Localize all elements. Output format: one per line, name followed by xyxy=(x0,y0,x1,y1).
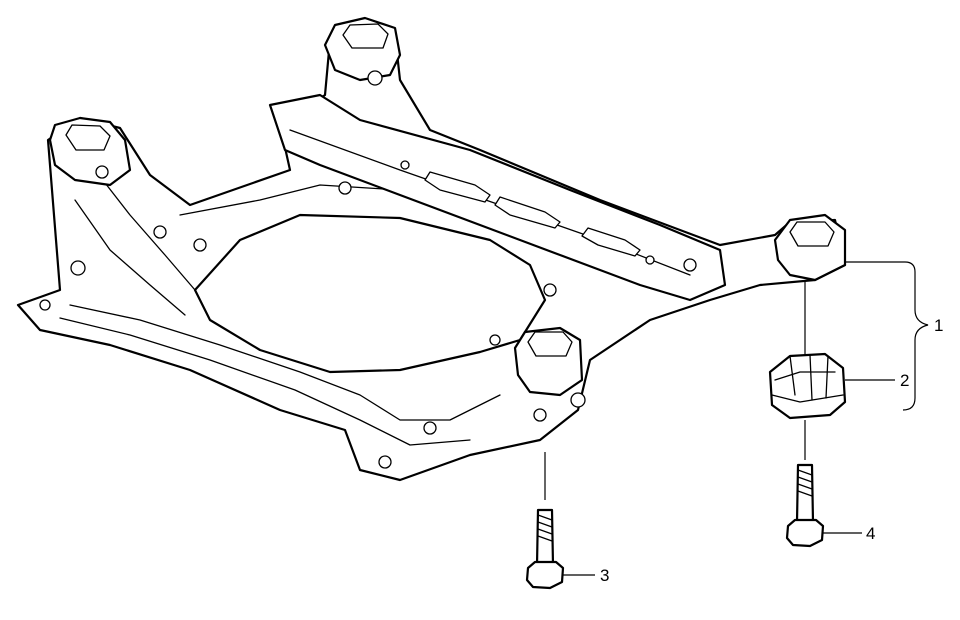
callout-1-bracket xyxy=(845,261,929,411)
front-crossmember-line xyxy=(69,304,501,421)
bolt-shank xyxy=(535,508,555,567)
bolt-thread xyxy=(537,514,553,542)
mount-hole xyxy=(367,70,383,86)
rear-left-mount-insert xyxy=(342,23,389,49)
bushing-rib xyxy=(774,371,836,381)
rear-right-mount-insert xyxy=(789,221,835,247)
crossmember-slot-2 xyxy=(494,196,561,229)
crossmember-slot-3 xyxy=(581,227,641,257)
mount-hole xyxy=(70,260,86,276)
bolt-left xyxy=(525,452,565,590)
crossmember-hole-2 xyxy=(645,255,655,265)
rubber-bushing xyxy=(768,280,847,460)
mount-hole xyxy=(543,283,557,297)
front-crossmember-line-2 xyxy=(59,317,471,446)
bolt-right xyxy=(785,463,825,548)
subframe-center-opening xyxy=(193,213,547,374)
mount-hole xyxy=(193,238,207,252)
left-rail-line xyxy=(94,169,196,291)
mount-hole xyxy=(423,421,437,435)
callouts: 1 2 3 4 xyxy=(563,261,943,585)
left-rail-line-2 xyxy=(74,199,186,316)
mount-hole xyxy=(338,181,352,195)
mount-hole xyxy=(489,334,501,346)
bolt-head xyxy=(525,560,565,590)
mount-hole xyxy=(683,258,697,272)
mount-hole xyxy=(39,299,51,311)
callout-4-label: 4 xyxy=(866,524,875,543)
mount-hole xyxy=(95,165,109,179)
callout-2-label: 2 xyxy=(900,371,909,390)
mount-hole xyxy=(378,455,392,469)
front-left-mount-insert xyxy=(65,124,111,151)
subframe-assembly xyxy=(16,16,847,482)
crossmember-slot-1 xyxy=(424,171,491,203)
mount-hole xyxy=(533,408,547,422)
bushing-rib xyxy=(771,394,844,403)
callout-3-label: 3 xyxy=(600,566,609,585)
front-right-mount-insert xyxy=(527,331,573,357)
bolt-thread xyxy=(797,469,813,497)
crossmember-hole xyxy=(400,160,410,170)
mount-hole xyxy=(153,225,167,239)
mount-hole xyxy=(570,392,586,408)
callout-1-label: 1 xyxy=(934,316,943,335)
bushing-body xyxy=(768,352,847,420)
bushing-rib xyxy=(789,354,829,401)
bolt-head xyxy=(785,518,825,548)
